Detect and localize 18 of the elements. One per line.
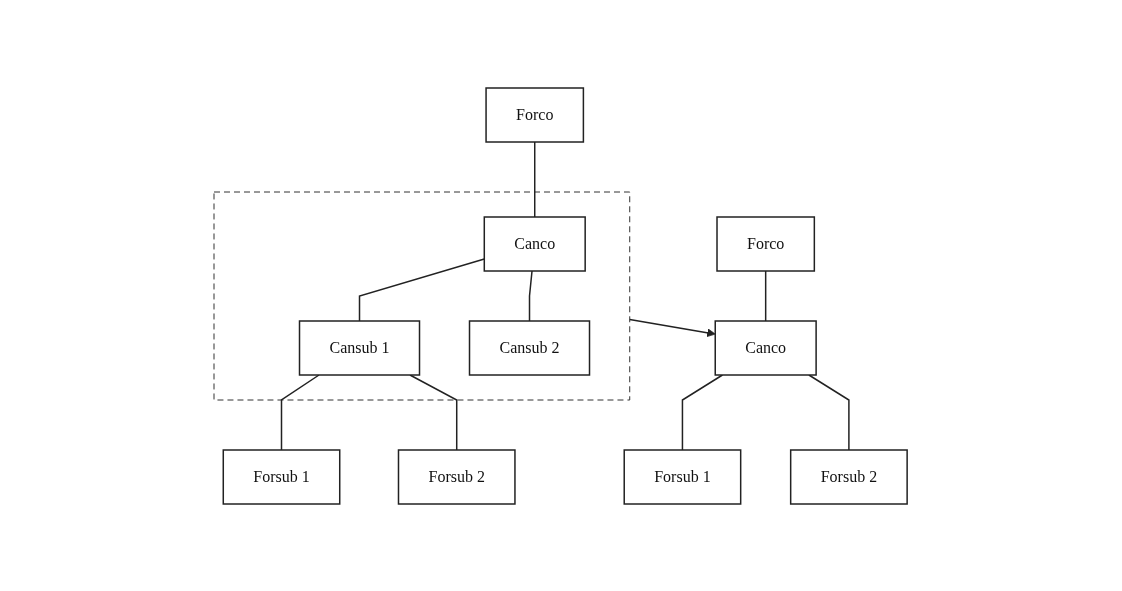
node-box: Cansub 2 — [469, 319, 591, 376]
connector — [281, 373, 321, 451]
node-box: Forsub 2 — [398, 448, 517, 505]
node-box: Cansub 1 — [299, 319, 421, 376]
node-box: Forsub 1 — [222, 448, 341, 505]
connector — [765, 269, 767, 322]
node-box: Forco — [485, 86, 585, 143]
connector — [808, 373, 851, 451]
node-box: Canco — [484, 215, 587, 272]
node-box: Canco — [714, 319, 818, 376]
connector — [534, 140, 536, 218]
connector — [529, 269, 534, 322]
connector — [682, 373, 724, 451]
node-box: Forco — [716, 215, 816, 272]
connector — [409, 373, 458, 451]
cluster — [213, 191, 631, 400]
node-box: Forsub 2 — [790, 448, 909, 505]
node-box: Forsub 1 — [623, 448, 742, 505]
